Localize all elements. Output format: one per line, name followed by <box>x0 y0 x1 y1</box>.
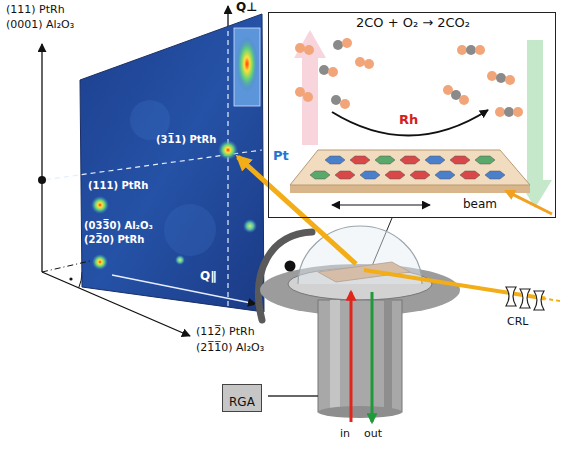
oxygen-atom <box>328 67 338 77</box>
reactor-column-end <box>318 406 402 418</box>
oxygen-atom <box>459 95 469 105</box>
pt-particle <box>425 156 445 164</box>
bragg-spot <box>218 140 238 160</box>
carbon-atom <box>466 45 476 55</box>
q-par-axis <box>112 275 256 304</box>
beam-line <box>545 299 560 301</box>
pt-particle <box>325 156 345 164</box>
oxygen-atom <box>355 57 365 67</box>
bragg-spot <box>92 254 108 270</box>
nanoparticles <box>310 156 505 179</box>
element-label: Pt <box>273 149 289 164</box>
gas-in-arrow <box>350 292 353 422</box>
axis-label: (21̅1̅0) Al₂O₃ <box>196 342 264 355</box>
catalyst-plate-side <box>290 185 530 193</box>
rh-particle <box>450 156 470 164</box>
port <box>285 261 296 272</box>
oxygen-atom <box>475 45 485 55</box>
rh-particle <box>335 171 355 179</box>
bragg-spot <box>243 219 257 233</box>
carbon-atom <box>504 107 514 117</box>
dash-dot-line <box>42 261 90 272</box>
reflection-label: (22̅0) PtRh <box>84 234 144 246</box>
pt-particle <box>360 171 380 179</box>
carbon-atom <box>331 95 341 105</box>
oxygen-atom <box>457 45 467 55</box>
bragg-spot <box>91 196 109 214</box>
diffracted-beam <box>238 157 356 264</box>
reflection-label: (033̅0) Al₂O₃ <box>84 220 153 232</box>
reactor-column-shade <box>330 300 340 412</box>
bragg-spot <box>175 255 185 265</box>
zoom-inset <box>234 28 260 106</box>
particle <box>310 171 330 179</box>
oxygen-atom <box>342 38 352 48</box>
particle <box>375 156 395 164</box>
beam-label: beam <box>463 198 497 212</box>
reaction-equation: 2CO + O₂ → 2CO₂ <box>269 16 557 31</box>
inset-ground <box>268 12 556 218</box>
rga-line <box>268 395 318 397</box>
axis-label: (0001) Al₂O₃ <box>6 19 74 32</box>
oxygen-atom <box>303 92 313 102</box>
rga-box: RGA <box>222 384 262 412</box>
element-label: Rh <box>399 113 418 128</box>
axis-dot <box>38 176 46 184</box>
flow-label: in <box>340 428 350 441</box>
reflection-label: (31̅1) PtRh <box>156 134 216 146</box>
reactor-column-shade <box>384 300 392 412</box>
oxygen-atom <box>340 99 350 109</box>
q-perp-arrow <box>227 6 228 26</box>
axis-label: (112̅) PtRh <box>196 326 255 339</box>
crl-lens <box>520 289 530 308</box>
beam-line <box>364 270 545 299</box>
oxygen-atom <box>495 107 505 117</box>
rh-particle <box>400 156 420 164</box>
particle <box>475 156 495 164</box>
rh-particle <box>350 156 370 164</box>
oxygen-atom <box>364 59 374 69</box>
carbon-atom <box>333 40 343 50</box>
detector-image <box>80 14 264 312</box>
oxygen-atom <box>295 43 305 53</box>
molecules <box>295 38 523 117</box>
bragg-spot <box>236 36 258 92</box>
oxygen-atom <box>505 75 515 85</box>
pt-particle <box>435 171 455 179</box>
oxygen-atom <box>513 107 523 117</box>
catalyst-plate <box>290 150 530 185</box>
oxygen-atom <box>487 71 497 81</box>
detector-background <box>164 204 216 256</box>
axis-label: Q⊥ <box>236 1 257 15</box>
reactant-flow-arrow <box>294 30 326 145</box>
carbon-atom <box>496 73 506 83</box>
reflection-label: (111) PtRh <box>88 180 148 192</box>
reactor-column <box>318 300 402 412</box>
q-perp-axis <box>227 28 228 306</box>
oxygen-atom <box>304 45 314 55</box>
flow-label: out <box>364 428 382 441</box>
carbon-atom <box>319 65 329 75</box>
rh-particle <box>410 171 430 179</box>
pt-particle <box>485 171 505 179</box>
crl-lens <box>534 291 544 310</box>
scan-arrow <box>332 204 430 205</box>
component-label: RGA <box>229 396 255 410</box>
beam-arrow <box>506 191 552 214</box>
gas-out-arrow <box>371 292 374 422</box>
axis-label: Q∥ <box>200 270 216 284</box>
component-label: CRL <box>507 316 528 329</box>
angle-dot <box>69 277 72 280</box>
inset-box: 2CO + O₂ → 2CO₂ RhPt beam <box>268 12 556 218</box>
rh-particle <box>385 171 405 179</box>
axis-label: (111) PtRh <box>6 4 65 17</box>
crl-lens <box>506 287 516 306</box>
rh-particle <box>460 171 480 179</box>
reaction-arrow <box>332 110 488 136</box>
axis-line <box>41 44 42 272</box>
